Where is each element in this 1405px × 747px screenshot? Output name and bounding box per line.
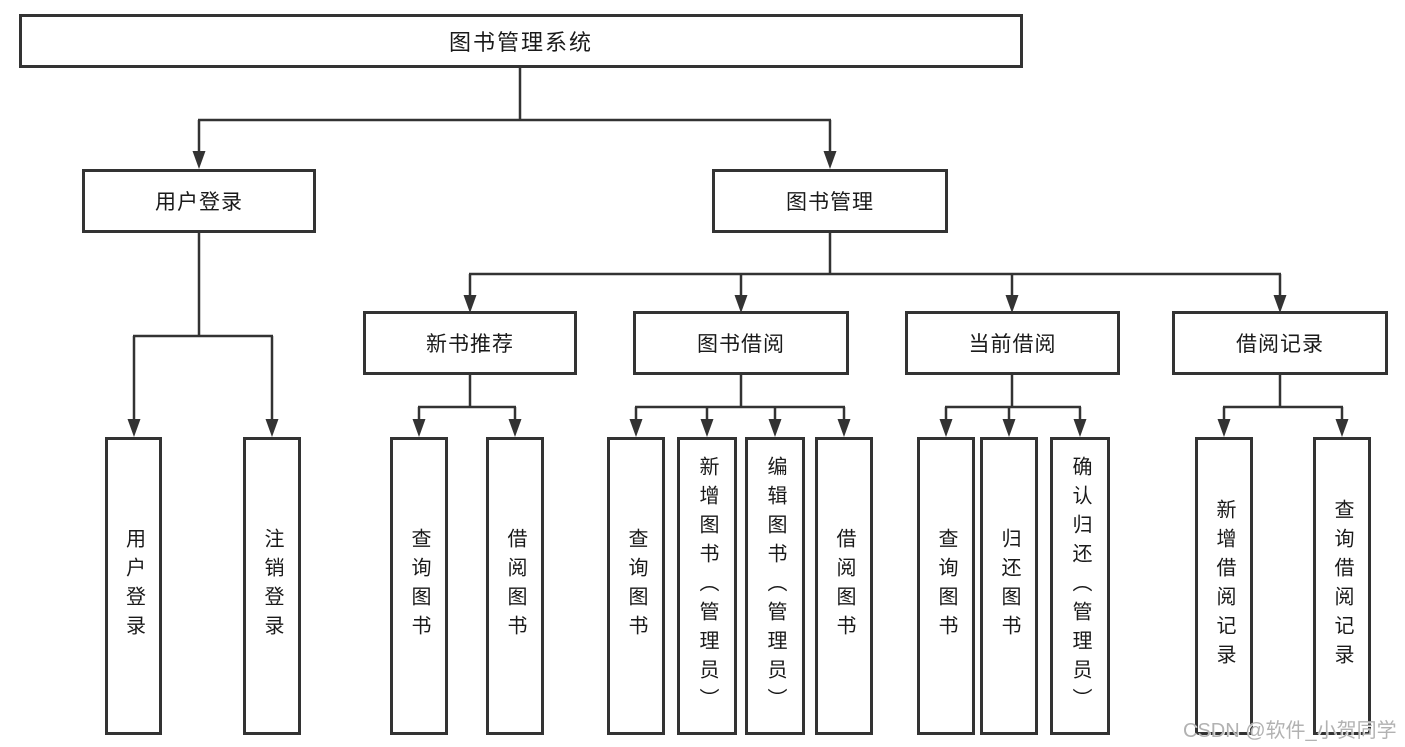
leaf-add-book-admin: 新增图书（管理员） [677, 437, 737, 735]
leaf-query-book-newbook: 查询图书 [390, 437, 448, 735]
node-label: 用户登录 [122, 528, 145, 644]
node-label: 图书管理系统 [448, 30, 593, 55]
arrowhead [629, 419, 643, 437]
leaf-borrow-book-newbook: 借阅图书 [486, 437, 544, 735]
node-label: 查询借阅记录 [1331, 499, 1353, 673]
connector-current-to-leaves [944, 375, 1082, 423]
leaf-confirm-return-admin: 确认归还（管理员） [1050, 437, 1110, 735]
arrowhead [1217, 419, 1231, 437]
node-label: 编辑图书（管理员） [764, 455, 786, 717]
arrowhead [700, 419, 714, 437]
csdn-watermark: CSDN @软件_小贺同学 [1183, 720, 1397, 742]
node-label: 新增借阅记录 [1213, 499, 1235, 673]
leaf-query-borrow-record: 查询借阅记录 [1313, 437, 1371, 735]
node-label: 查询图书 [625, 528, 647, 644]
node-label: 查询图书 [935, 528, 957, 644]
leaf-edit-book-admin: 编辑图书（管理员） [745, 437, 805, 735]
connector-login-to-leaves [132, 233, 274, 423]
leaf-logout: 注销登录 [243, 437, 301, 735]
arrowhead [1073, 419, 1087, 437]
node-borrow-records: 借阅记录 [1172, 311, 1388, 375]
arrowhead [265, 419, 279, 437]
arrowhead [823, 151, 837, 169]
node-label: 当前借阅 [968, 333, 1057, 356]
node-current-borrow: 当前借阅 [905, 311, 1120, 375]
node-user-login: 用户登录 [82, 169, 316, 233]
arrowhead [127, 419, 141, 437]
leaf-query-book-current: 查询图书 [917, 437, 975, 735]
arrowhead [412, 419, 426, 437]
arrowhead [768, 419, 782, 437]
node-book-borrow: 图书借阅 [633, 311, 849, 375]
connector-borrow-to-leaves [634, 375, 846, 423]
connector-mgmt-to-level3 [468, 233, 1282, 299]
connector-records-to-leaves [1222, 375, 1344, 423]
node-label: 用户登录 [155, 191, 243, 214]
node-new-book-recommend: 新书推荐 [363, 311, 577, 375]
arrowhead [1002, 419, 1016, 437]
node-label: 新增图书（管理员） [696, 455, 718, 717]
connector-root-to-level2 [197, 68, 832, 155]
node-label: 借阅图书 [833, 528, 855, 644]
node-label: 新书推荐 [426, 333, 514, 356]
node-label: 图书管理 [786, 191, 874, 214]
node-book-management: 图书管理 [712, 169, 948, 233]
arrowhead [508, 419, 522, 437]
arrowhead [939, 419, 953, 437]
leaf-query-book-borrow: 查询图书 [607, 437, 665, 735]
node-label: 借阅记录 [1236, 333, 1324, 356]
leaf-return-book: 归还图书 [980, 437, 1038, 735]
connector-newbook-to-leaves [417, 375, 517, 423]
leaf-user-login: 用户登录 [105, 437, 162, 735]
node-label: 确认归还（管理员） [1069, 455, 1091, 717]
node-label: 查询图书 [408, 528, 430, 644]
arrowhead [192, 151, 206, 169]
arrowhead [1335, 419, 1349, 437]
arrowhead [837, 419, 851, 437]
node-label: 图书借阅 [697, 333, 785, 356]
leaf-add-borrow-record: 新增借阅记录 [1195, 437, 1253, 735]
node-label: 注销登录 [261, 528, 283, 644]
node-root-system: 图书管理系统 [19, 14, 1023, 68]
node-label: 归还图书 [998, 528, 1020, 644]
node-label: 借阅图书 [504, 528, 526, 644]
leaf-borrow-book: 借阅图书 [815, 437, 873, 735]
